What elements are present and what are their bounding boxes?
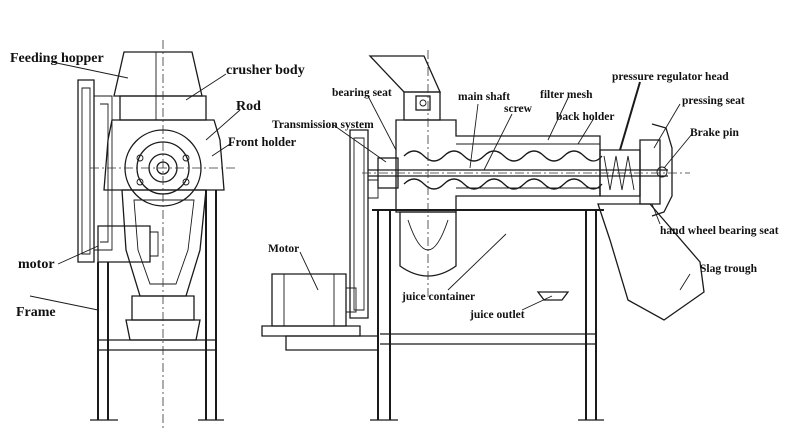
label-frame: Frame bbox=[16, 305, 56, 320]
transmission-pulley bbox=[349, 129, 369, 319]
label-brake-pin: Brake pin bbox=[690, 127, 739, 139]
label-rod: Rod bbox=[236, 99, 261, 114]
label-main-shaft: main shaft bbox=[458, 91, 510, 103]
side-frame-left-leg bbox=[377, 210, 391, 420]
brake-pin bbox=[656, 166, 668, 178]
motor-side bbox=[271, 273, 347, 327]
label-motor-left: motor bbox=[18, 257, 55, 272]
frame-right-leg bbox=[205, 190, 217, 420]
front-view bbox=[77, 40, 236, 428]
side-frame-right-leg bbox=[585, 210, 597, 420]
label-front-holder: Front holder bbox=[228, 135, 297, 149]
pressing-seat bbox=[639, 139, 661, 205]
label-juice-container: juice container bbox=[401, 291, 475, 303]
juice-container bbox=[399, 211, 457, 277]
front-holder bbox=[103, 119, 225, 191]
label-pressure-regulator-head: pressure regulator head bbox=[612, 71, 729, 83]
label-crusher-body: crusher body bbox=[226, 63, 305, 78]
label-juice-outlet: juice outlet bbox=[469, 309, 525, 321]
label-slag-trough: Slag trough bbox=[700, 263, 758, 275]
label-bearing-seat: bearing seat bbox=[332, 87, 392, 99]
leader-lines bbox=[29, 61, 693, 311]
label-back-holder: back holder bbox=[556, 111, 614, 123]
label-pressing-seat: pressing seat bbox=[682, 95, 745, 107]
barrel bbox=[395, 119, 601, 213]
label-hand-wheel-bearing-seat: hand wheel bearing seat bbox=[660, 225, 779, 237]
motor-front bbox=[97, 225, 151, 263]
juice-outlet bbox=[536, 291, 570, 301]
frame-left-leg bbox=[97, 262, 109, 420]
label-screw: screw bbox=[504, 103, 533, 115]
side-view bbox=[261, 50, 705, 421]
feeding-hopper bbox=[113, 51, 203, 97]
hand-wheel bbox=[651, 123, 673, 217]
label-feeding-hopper: Feeding hopper bbox=[10, 51, 104, 66]
label-filter-mesh: filter mesh bbox=[540, 89, 593, 101]
slag-trough bbox=[597, 203, 705, 321]
labels: Feeding hopper crusher body Rod Front ho… bbox=[10, 51, 779, 321]
screw bbox=[403, 150, 603, 162]
belt-guard bbox=[77, 79, 95, 263]
label-motor-right: Motor bbox=[268, 243, 299, 255]
label-transmission-system: Transmission system bbox=[272, 119, 374, 131]
